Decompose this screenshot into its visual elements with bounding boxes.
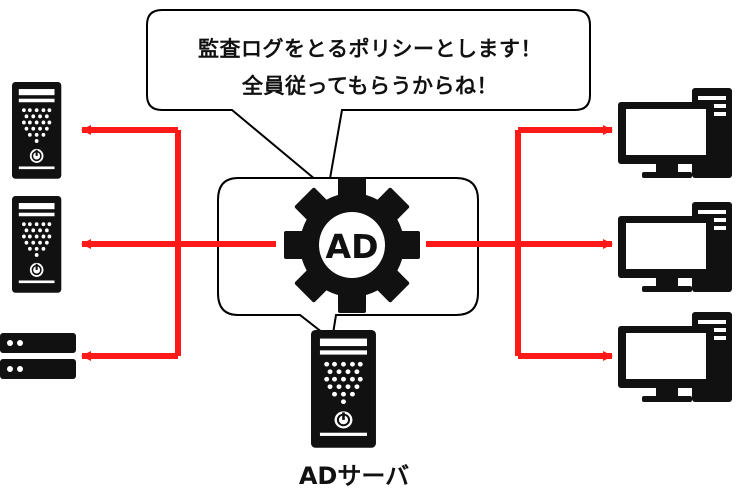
gear-label: AD xyxy=(325,227,379,266)
rack-server-icon xyxy=(0,359,76,379)
bubble-line-2: 全員従ってもらうからね！ xyxy=(242,74,498,98)
gear-icon xyxy=(284,177,420,313)
desktop-pc-icon xyxy=(618,312,732,402)
left-connectors xyxy=(81,125,276,361)
bubble-line-1: 監査ログをとるポリシーとします！ xyxy=(198,37,542,61)
rack-server-icon xyxy=(0,333,76,353)
ad-server-tower-icon xyxy=(309,328,377,449)
right-connectors xyxy=(426,125,613,361)
speech-bubble xyxy=(146,9,591,192)
server-tower-icon xyxy=(11,195,63,294)
desktop-pc-icon xyxy=(618,202,732,292)
server-tower-icon xyxy=(11,81,63,180)
ad-server-label: ADサーバ xyxy=(298,462,410,490)
desktop-pc-icon xyxy=(618,88,732,178)
